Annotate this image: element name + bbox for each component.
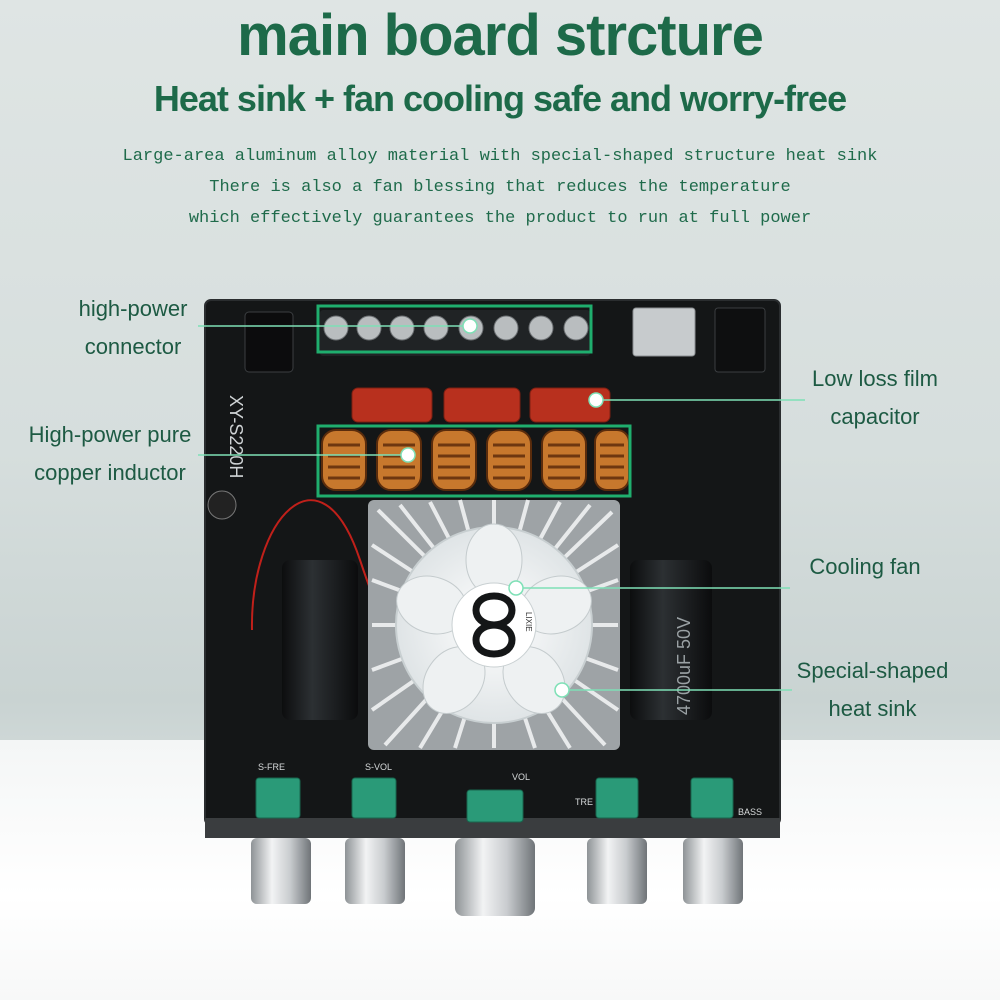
callout-lines [198, 318, 805, 698]
terminal-block [320, 310, 590, 356]
knob-label-bass: BASS [738, 807, 762, 817]
knob-label-vol: VOL [512, 772, 530, 782]
electrolytic-capacitor-right [630, 560, 712, 720]
callout-connector-line-2: connector [84, 334, 182, 359]
capacitor-rating: 4700uF 50V [674, 617, 694, 715]
dc-jack [244, 311, 294, 373]
audio-jack [714, 307, 766, 373]
callout-capacitor: Low loss film capacitor [795, 360, 955, 436]
knob-label-s-fre: S-FRE [258, 762, 285, 772]
electrolytic-capacitor-left [282, 560, 358, 720]
small-capacitor [207, 490, 237, 520]
description-line-3: which effectively guarantees the product… [188, 209, 812, 228]
fan-logo-icon [472, 592, 516, 658]
copper-inductors [321, 429, 630, 491]
highlight-boxes [316, 304, 632, 498]
callout-heatsink: Special-shaped heat sink [785, 652, 960, 728]
cooling-fan: LIXIE [395, 523, 593, 724]
callout-heatsink-line-1: Special-shaped [796, 658, 949, 683]
page-title: main board strcture [237, 3, 764, 68]
callout-connector-line-1: high-power [78, 296, 188, 321]
callout-fan-line-1: Cooling fan [809, 554, 921, 579]
callout-inductor-line-2: copper inductor [34, 460, 186, 485]
control-knobs[interactable] [251, 838, 743, 916]
callout-inductor-line-1: High-power pure [28, 422, 192, 447]
pcb-edge [205, 818, 780, 838]
callout-connector: high-power connector [58, 290, 208, 366]
knob-label-s-vol: S-VOL [365, 762, 392, 772]
callout-capacitor-line-2: capacitor [830, 404, 920, 429]
callout-heatsink-line-2: heat sink [828, 696, 917, 721]
fan-brand: LIXIE [524, 612, 533, 632]
description-line-2: There is also a fan blessing that reduce… [209, 178, 791, 197]
usb-port [632, 307, 696, 357]
callout-capacitor-line-1: Low loss film [812, 366, 938, 391]
description-line-1: Large-area aluminum alloy material with … [122, 147, 878, 166]
board-model-label: XY-S220H [226, 395, 246, 478]
page-subtitle: Heat sink + fan cooling safe and worry-f… [153, 78, 847, 119]
callout-inductor: High-power pure copper inductor [10, 416, 210, 492]
potentiometers [255, 777, 734, 823]
knob-label-tre: TRE [575, 797, 593, 807]
film-capacitors [351, 387, 611, 423]
callout-fan: Cooling fan [790, 548, 940, 586]
